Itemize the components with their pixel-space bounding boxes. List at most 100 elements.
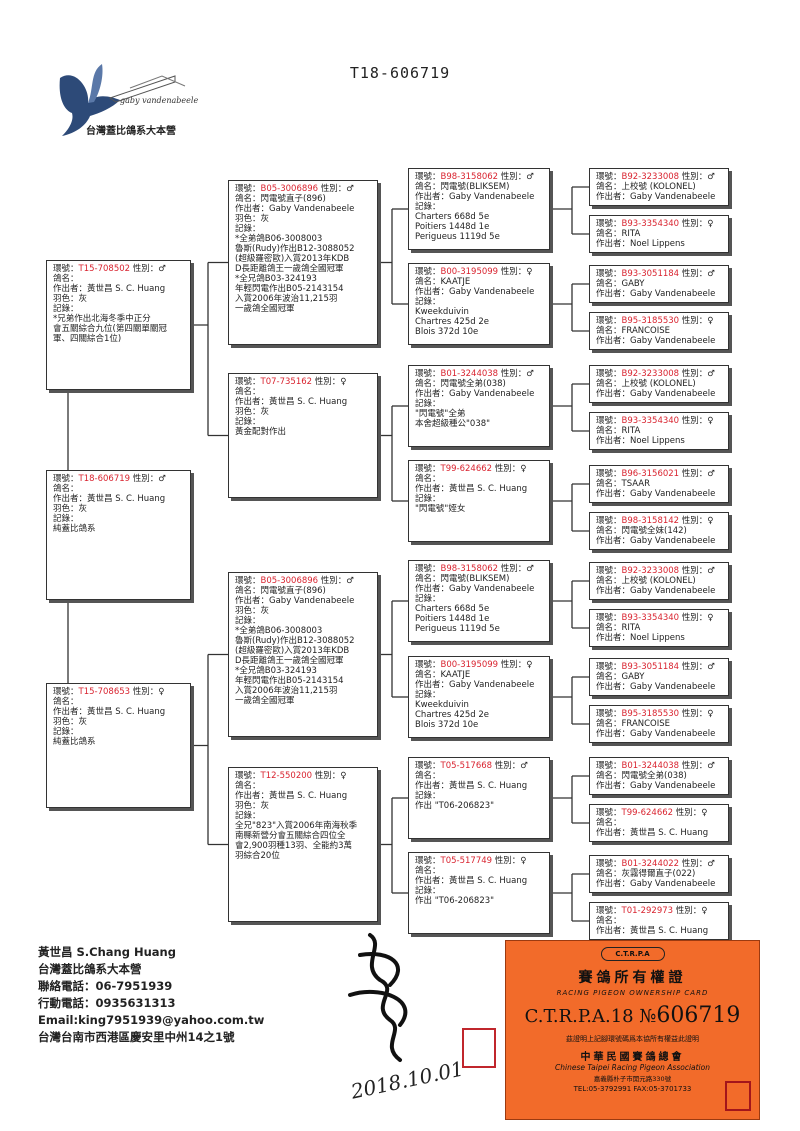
ring-number: B05-3006896 [260,576,319,586]
sex-label: 性別：♂ [320,184,354,194]
sex-label: 性別：♂ [132,264,166,274]
pedigree-box-gen3-1: 環號：B05-3006896 性別：♂鴿名：閃電號直子(896)作出者：Gaby… [228,180,378,345]
mobile: 行動電話：0935631313 [38,996,176,1010]
sex-label: 性別：♀ [500,267,533,277]
detail-line: D長距離鴿王一歲鴿全國冠軍 [235,656,344,666]
pedigree-box-gen4-8: 環號：T05-517749 性別：♀鴿名：作出者：黃世昌 S. C. Huang… [408,852,550,934]
detail-line: Kweekduivin [415,700,469,710]
sex-label: 性別：♀ [494,856,527,866]
detail-line: Kweekduivin [415,307,469,317]
detail-line: 作出者：Gaby Vandenabeele [415,389,535,399]
ring-line: 環號：T07-735162 性別：♀ [235,377,371,387]
sex-label: 性別：♂ [681,859,715,869]
ring-number: T05-517668 [440,761,493,771]
detail-line: 作出者：Gaby Vandenabeele [596,682,716,692]
pedigree-box-gen5-5: 環號：B92-3233008 性別：♂鴿名：上校號 (KOLONEL)作出者：G… [589,365,729,403]
sex-label: 性別：♂ [681,469,715,479]
detail-line: 鴿名：TSAAR [596,479,651,489]
logo-name: 台灣蓋比鴿系大本營 [86,126,176,137]
sex-label: 性別：♂ [681,369,715,379]
card-seal [725,1081,751,1111]
ring-number: T99-624662 [621,808,674,818]
ring-label: 環號： [596,469,622,479]
detail-line: 鴿名：GABY [596,279,645,289]
detail-line: 作出者：Gaby Vandenabeele [596,192,716,202]
detail-line: 全兄"823"入賞2006年南海秋季 [235,821,358,831]
sex-label: 性別：♂ [500,564,534,574]
detail-line: 會2,900羽種13羽、全能約3萬 [235,841,353,851]
document-title: T18-606719 [349,64,451,82]
ring-number: T15-708653 [78,687,131,697]
detail-line: 記錄： [415,494,441,504]
ring-number: B92-3233008 [621,566,680,576]
detail-line: 作出者：Gaby Vandenabeele [596,289,716,299]
detail-line: 一歲鴿全國冠軍 [235,696,295,706]
ring-line: 環號：B05-3006896 性別：♂ [235,184,371,194]
detail-line: 純蓋比鴿系 [53,524,96,534]
detail-line: 鴿名： [53,484,79,494]
detail-line: 記錄： [415,791,441,801]
ring-label: 環號： [235,576,261,586]
detail-line: 作出者：黃世昌 S. C. Huang [53,707,166,717]
detail-line: 鴿名：灰霧得爾直子(022) [596,869,696,879]
detail-line: 作出者：黃世昌 S. C. Huang [53,284,166,294]
ring-label: 環號： [596,369,622,379]
phone: 聯絡電話：06-7951939 [38,979,173,993]
detail-line: 入賞2006年波治11,215羽 [235,294,338,304]
ring-label: 環號： [596,219,622,229]
detail-line: Blois 372d 10e [415,327,479,337]
sex-label: 性別：♀ [681,516,714,526]
detail-line: 作出者：Gaby Vandenabeele [415,192,535,202]
sex-label: 性別：♂ [681,566,715,576]
ring-number: T01-292973 [621,906,674,916]
detail-line: (超級羅密歐)入賞2013年KDB [235,646,350,656]
detail-line: 作出者：Gaby Vandenabeele [596,489,716,499]
ring-label: 環號： [596,613,622,623]
card-org-en: Chinese Taipei Racing Pigeon Association [555,1063,710,1072]
card-number-value: 606719 [656,1003,741,1028]
pedigree-box-gen5-14: 環號：T99-624662 性別：♀鴿名：作出者：黃世昌 S. C. Huang [589,804,729,842]
detail-line: 鴿名：閃電號直子(896) [235,194,326,204]
ring-line: 環號：B93-3354340 性別：♀ [596,613,722,623]
detail-line: 羽色：灰 [235,606,270,616]
email: Email:king7951939@yahoo.com.tw [38,1013,265,1027]
ring-label: 環號： [53,264,79,274]
ring-label: 環號： [596,269,622,279]
ring-label: 環號： [235,184,261,194]
detail-line: 作出者：Gaby Vandenabeele [235,204,355,214]
logo-subtitle: gaby vandenabeele [120,96,199,105]
detail-line: 鴿名： [596,818,622,828]
detail-line: Poitiers 1448d 1e [415,222,490,232]
ring-label: 環號： [235,771,261,781]
ring-number: B01-3244022 [621,859,680,869]
ring-line: 環號：T12-550200 性別：♀ [235,771,371,781]
detail-line: 作出者：Gaby Vandenabeele [415,287,535,297]
ring-number: T07-735162 [260,377,313,387]
ring-number: B95-3185530 [621,709,680,719]
sex-label: 性別：♂ [320,576,354,586]
detail-line: 鴿名：上校號 (KOLONEL) [596,379,696,389]
detail-line: 羽色：灰 [53,294,88,304]
card-tel: TEL:05-3792991 FAX:05-3701733 [573,1085,692,1093]
detail-line: 羽色：灰 [235,801,270,811]
detail-line: 記錄： [53,514,79,524]
detail-line: 一歲鴿全國冠軍 [235,304,295,314]
ring-label: 環號： [415,267,441,277]
sex-label: 性別：♀ [681,416,714,426]
ring-label: 環號： [415,564,441,574]
detail-line: *全兄鴿B03-324193 [235,274,317,284]
ring-number: T99-624662 [440,464,493,474]
ring-number: B98-3158062 [440,172,499,182]
ring-line: 環號：B92-3233008 性別：♂ [596,369,722,379]
detail-line: 鴿名： [235,781,261,791]
ring-number: T12-550200 [260,771,313,781]
detail-line: 記錄： [235,616,261,626]
detail-line: 鴿名： [235,387,261,397]
contact-block: 黃世昌 S.Chang Huang 台灣蓋比鴿系大本營 聯絡電話：06-7951… [38,944,264,1046]
pedigree-box-gen5-8: 環號：B98-3158142 性別：♀鴿名：閃電號全妹(142)作出者：Gaby… [589,512,729,550]
pedigree-box-gen2-2: 環號：T15-708653 性別：♀鴿名：作出者：黃世昌 S. C. Huang… [46,683,191,808]
ring-label: 環號： [596,516,622,526]
detail-line: 鴿名： [53,697,79,707]
